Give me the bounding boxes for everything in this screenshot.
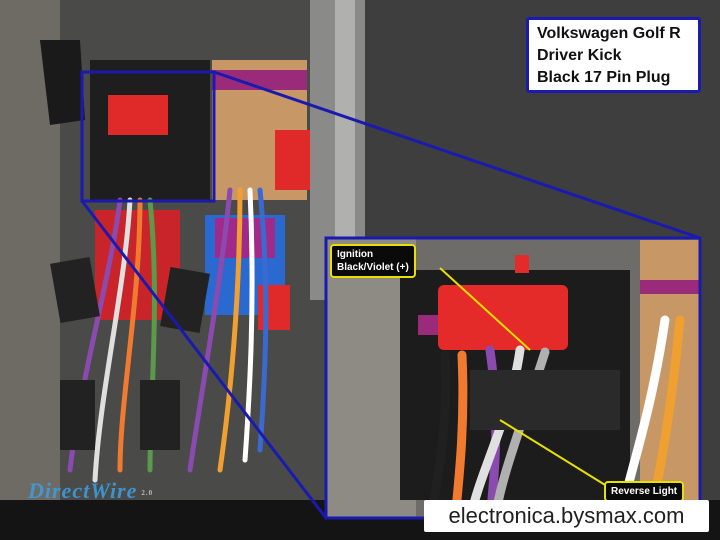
logo-text: DirectWire: [28, 478, 138, 503]
logo-version: 2.0: [141, 488, 154, 497]
reverse-light-callout: Reverse Light: [604, 481, 685, 502]
reverse-light-callout-text: Reverse Light: [611, 486, 678, 497]
title-line-2: Driver Kick: [537, 47, 622, 64]
ignition-callout-line-2: Black/Violet (+): [337, 262, 409, 273]
title-line-3: Black 17 Pin Plug: [537, 69, 671, 86]
title-line-1: Volkswagen Golf R: [537, 25, 681, 42]
ignition-callout-line-1: Ignition: [337, 249, 374, 260]
site-watermark: electronica.bysmax.com: [424, 500, 709, 532]
title-label: Volkswagen Golf R Driver Kick Black 17 P…: [526, 17, 701, 93]
ignition-callout: Ignition Black/Violet (+): [330, 244, 416, 278]
